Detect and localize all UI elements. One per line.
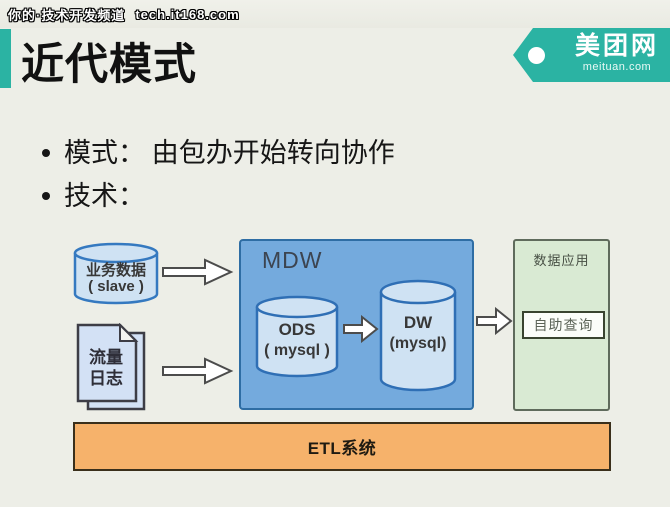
top-channel-bar: 你的·技术开发频道 tech.it168.com (0, 0, 670, 28)
data-app-label: 数据应用 (533, 253, 590, 268)
document-icon (76, 322, 146, 411)
ods-cylinder: ODS ( mysql ) (255, 295, 339, 379)
bullet-item-tech: 技术： (42, 179, 395, 213)
bullet-dot-icon (42, 192, 50, 200)
self-query-box: 自助查询 (522, 311, 605, 339)
bullet-dot-icon (42, 149, 50, 157)
arrow-right-icon (162, 357, 234, 385)
page-title: 近代模式 (21, 42, 197, 89)
traffic-log-line1: 流量 (89, 348, 123, 367)
channel-label: 你的·技术开发频道 (8, 7, 126, 23)
database-icon (73, 242, 159, 305)
etl-system-label: ETL系统 (307, 439, 377, 458)
traffic-log-document: 流量 日志 (76, 322, 148, 415)
bullet-text: 技术： (64, 181, 145, 211)
database-icon (255, 295, 339, 378)
ods-sub: ( mysql ) (264, 342, 330, 359)
data-app-box: 数据应用 自助查询 (513, 239, 610, 411)
title-accent-bar (0, 29, 11, 88)
dw-label: DW (403, 313, 433, 332)
database-icon (379, 279, 457, 392)
ods-label: ODS (278, 320, 316, 339)
logo-circle-icon (528, 47, 545, 64)
business-db-cylinder: 业务数据 ( slave ) (73, 242, 159, 306)
logo-domain: meituan.com (582, 61, 652, 73)
dw-sub: (mysql) (389, 335, 447, 352)
traffic-log-line2: 日志 (89, 369, 123, 388)
channel-url: tech.it168.com (135, 6, 240, 22)
logo-name: 美团网 (574, 32, 659, 60)
arrow-right-icon (343, 315, 379, 343)
arrow-right-icon (162, 258, 234, 286)
meituan-logo: 美团网 meituan.com (513, 28, 670, 82)
business-db-label: 业务数据 (85, 262, 146, 279)
bullet-text: 模式： 由包办开始转向协作 (64, 138, 395, 168)
arrow-right-icon (476, 307, 513, 335)
bullet-list: 模式： 由包办开始转向协作 技术： (42, 136, 395, 222)
traffic-log-label: 流量 日志 (76, 347, 136, 389)
mdw-label: MDW (262, 247, 323, 273)
logo-text: 美团网 meituan.com (567, 31, 667, 74)
etl-system-bar: ETL系统 (73, 422, 611, 471)
dw-cylinder: DW (mysql) (379, 279, 457, 393)
business-db-sub: ( slave ) (88, 278, 144, 295)
bullet-item-mode: 模式： 由包办开始转向协作 (42, 136, 395, 170)
